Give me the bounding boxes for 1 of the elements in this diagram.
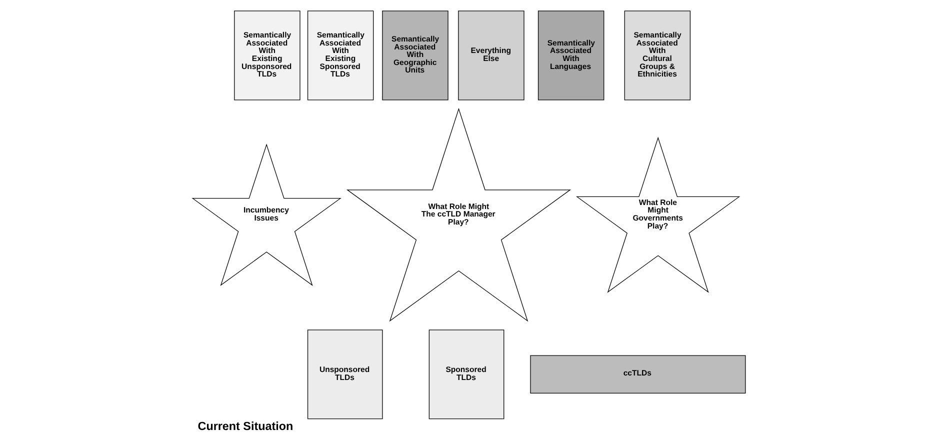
caption: Current Situation [198, 420, 294, 434]
